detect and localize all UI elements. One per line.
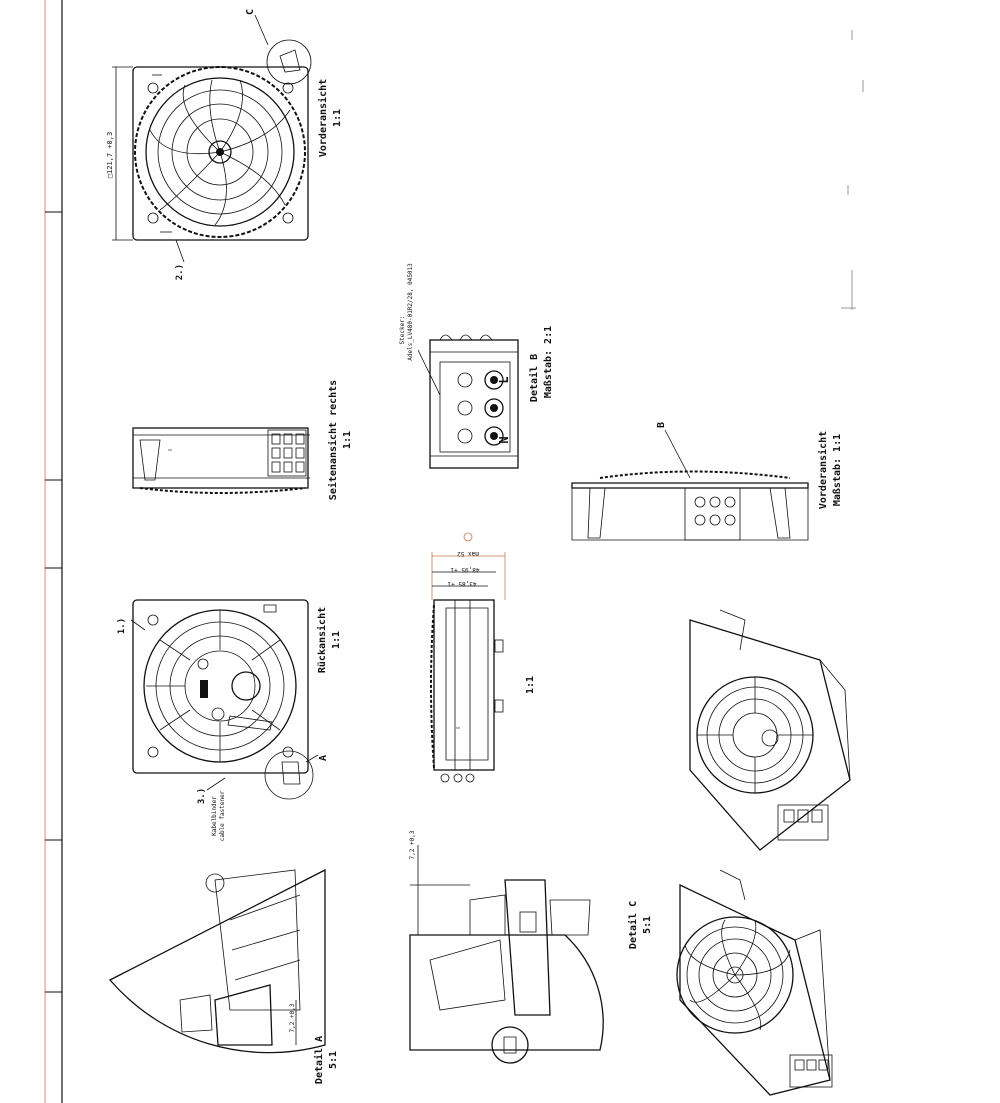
detail-b-pin-n: N [497,436,511,443]
side-view-scale: 1:1 [342,431,353,449]
back-view-title: Rückansicht [316,607,328,673]
detail-b-title: Detail B [528,354,540,402]
detail-a-dim: 7,2 +0,3 [289,1003,296,1032]
svg-text:⇩: ⇩ [454,726,462,730]
front-view-title: Vorderansicht [317,79,329,157]
detail-b: L N Stecker: Adels_LV480-01R2/28, 045013… [399,263,554,469]
front-view-2-scale: Maßstab: 1:1 [832,434,843,506]
front-view-2: B Vorderansicht Maßstab: 1:1 [571,422,843,541]
svg-text:⇩: ⇩ [166,448,174,452]
back-view-scale: 1:1 [331,631,342,649]
back-view: A 1.) 3.) Kabelbinder cable fastener Rüc… [117,599,342,841]
faint-marks [841,30,864,310]
front-callout-2: 2.) [175,264,185,280]
section-dim-2: 48,95 +1 [450,566,479,573]
detail-a-scale: 5:1 [328,1051,339,1069]
isometric-view-2 [676,869,833,1096]
detail-c-title: Detail C [627,901,639,949]
section-dim-3: 43,85 +1 [447,580,476,587]
back-note-2: cable fastener [219,790,226,841]
front-dimension-label: □121,7 +0,3 [106,132,114,178]
front-view-2-callout: B [656,422,667,428]
side-view: ⇩ Seitenansicht rechts 1:1 [132,380,353,500]
section-dimensions: max 52 48,95 +1 43,85 +1 [431,532,506,600]
front-view: □121,7 +0,3 C 2.) Vorderansicht 1:1 [106,9,343,280]
detail-b-scale: Maßstab: 2:1 [543,326,554,398]
detail-a-title: Detail A [313,1036,325,1084]
back-callout-3: 3.) [197,788,207,804]
front-view-scale: 1:1 [332,109,343,127]
isometric-view-1 [689,609,851,851]
sheet-frame [44,0,63,1103]
section-dim-1: max 52 [457,550,479,557]
detail-c: 7,2 +0,3 Detail C 5:1 [409,830,653,1064]
section-view: ⇩ max 52 48,95 +1 43,85 +1 1:1 [430,532,536,783]
section-view-scale: 1:1 [525,676,536,694]
detail-b-connector-1: Stecker: [399,316,406,345]
front-view-2-title: Vorderansicht [817,431,829,509]
connector-terminals [457,370,504,446]
back-callout-1: 1.) [117,618,127,634]
back-callout-a: A [318,755,329,761]
detail-b-pin-l: L [497,376,511,383]
front-callout-c: C [245,9,256,15]
detail-a: 7,2 +0,3 Detail A 5:1 [108,868,339,1084]
back-note-1: Kabelbinder [211,796,218,836]
detail-c-scale: 5:1 [642,916,653,934]
front-grille-spokes [149,79,291,226]
detail-b-connector-2: Adels_LV480-01R2/28, 045013 [407,263,414,361]
detail-c-dim: 7,2 +0,3 [409,830,416,859]
side-view-title: Seitenansicht rechts [327,380,339,500]
